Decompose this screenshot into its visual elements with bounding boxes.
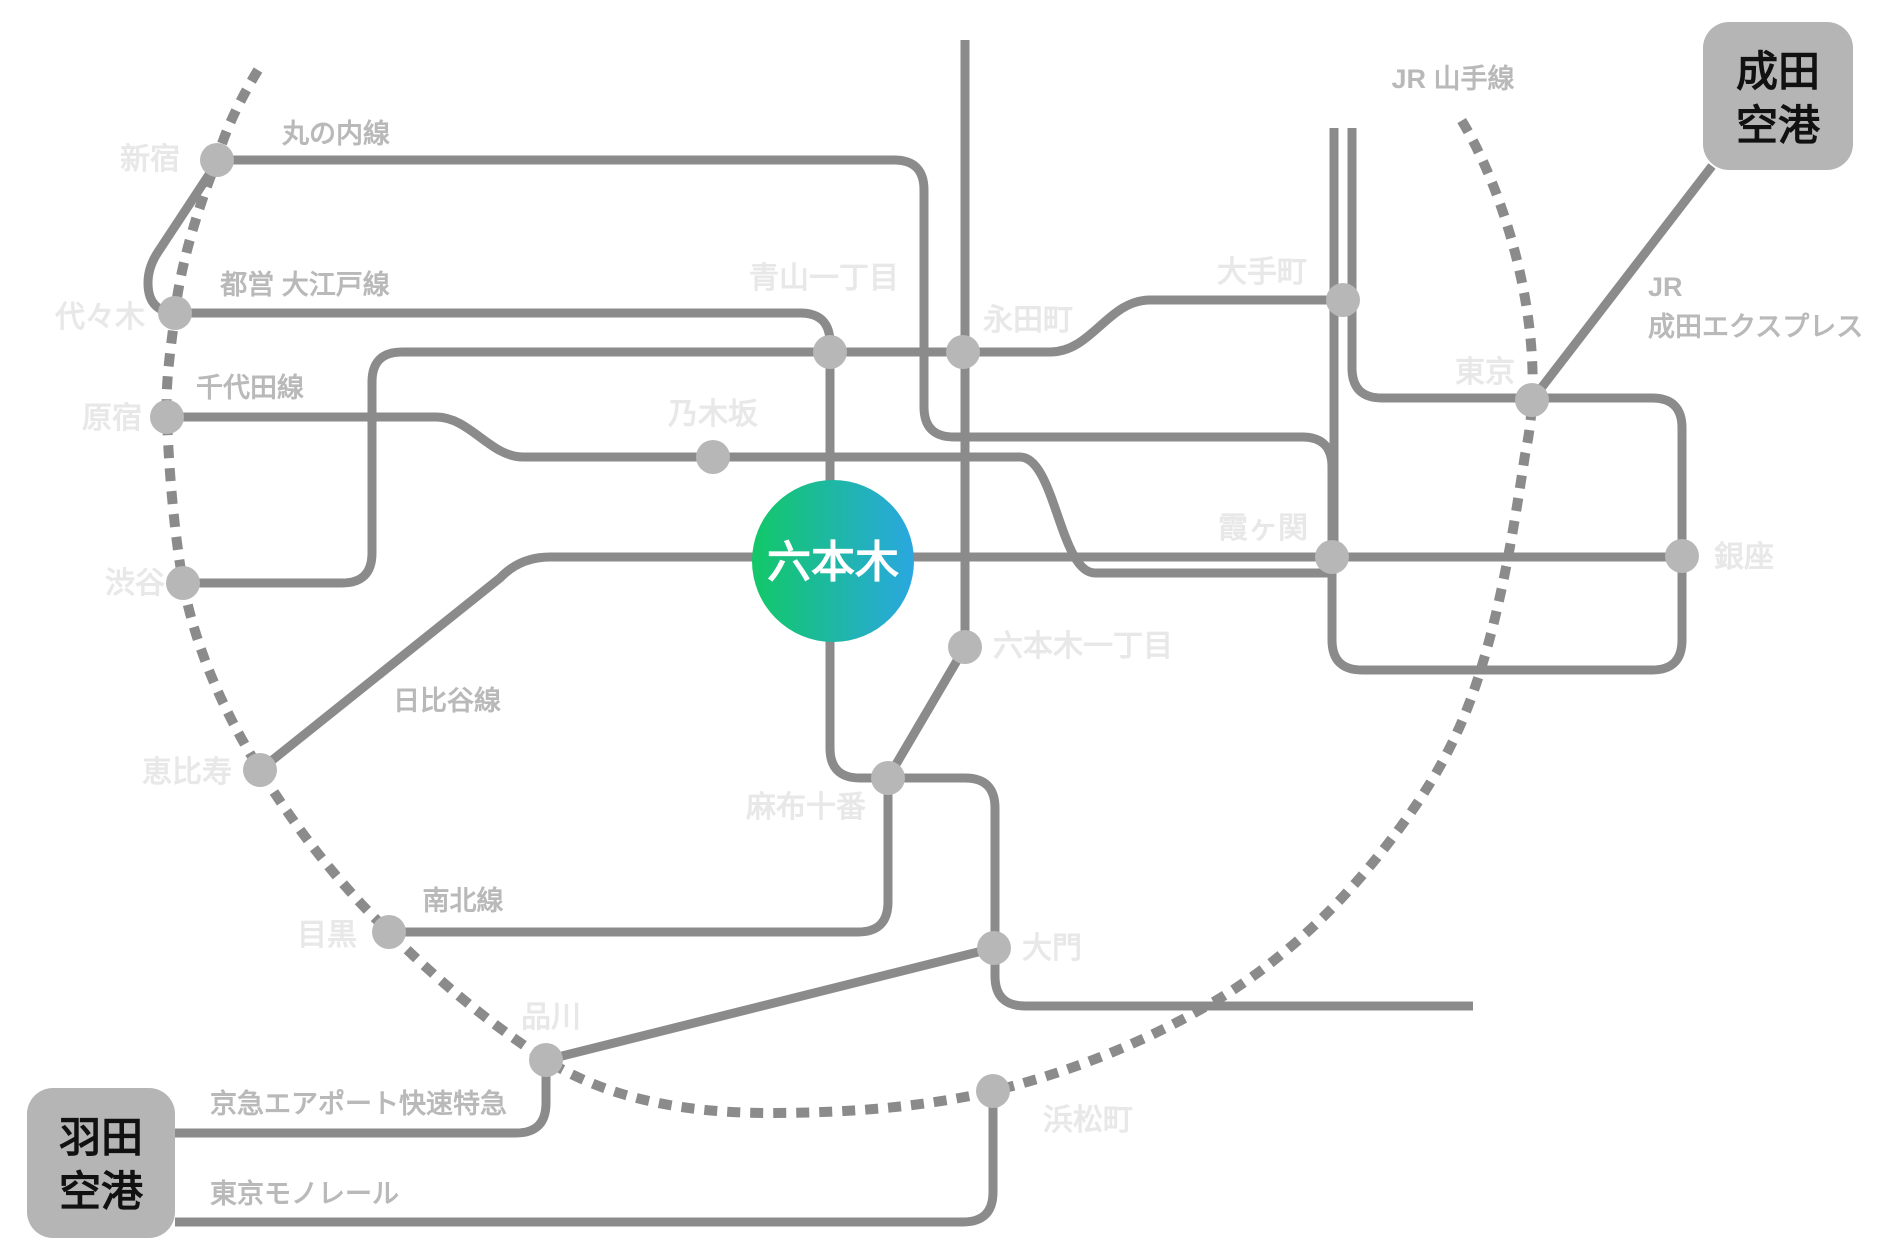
oedo-line-path — [143, 161, 1473, 1011]
station-dot-shinagawa — [529, 1043, 563, 1077]
keikyu-airport-line-path — [175, 1062, 551, 1138]
station-label-otemachi: 大手町 — [1217, 256, 1307, 289]
hibiya-line-path — [257, 552, 1682, 774]
line-label-hibiya: 日比谷線 — [393, 685, 501, 716]
roppongi-highlight-circle — [752, 480, 914, 642]
roppongi-label: 六本木 — [767, 538, 899, 587]
station-dot-nogizaka — [696, 440, 730, 474]
namboku-line-path — [389, 40, 970, 937]
marunouchi-line-path — [217, 128, 1687, 675]
line-label-nex_line1: JR — [1648, 272, 1683, 302]
haneda-airport-label-line1: 羽田 — [59, 1114, 143, 1161]
station-label-roppongi_itchome: 六本木一丁目 — [993, 630, 1173, 663]
station-dot-shibuya — [166, 566, 200, 600]
station-dot-ginza — [1665, 539, 1699, 573]
line-label-yamanote: JR 山手線 — [1391, 63, 1514, 94]
line-label-chiyoda: 千代田線 — [196, 372, 304, 403]
station-dot-harajuku — [150, 400, 184, 434]
station-dot-roppongi_itchome — [948, 630, 982, 664]
station-dots — [150, 143, 1699, 1108]
station-dot-yoyogi — [158, 296, 192, 330]
narita-airport-rect — [1703, 22, 1853, 170]
station-dot-aoyama_itchome — [813, 335, 847, 369]
line-label-keikyu: 京急エアポート快速特急 — [210, 1088, 507, 1119]
station-label-kasumigaseki: 霞ヶ関 — [1218, 512, 1308, 545]
station-label-shinagawa: 品川 — [521, 1001, 581, 1034]
station-label-daimon: 大門 — [1022, 932, 1082, 965]
station-label-meguro: 目黒 — [297, 919, 357, 952]
station-label-shibuya: 渋谷 — [105, 567, 165, 600]
station-label-nagatacho: 永田町 — [983, 304, 1073, 337]
shinagawa-daimon-line-path — [544, 943, 996, 1065]
haneda-airport-label-line2: 空港 — [59, 1168, 144, 1215]
station-label-yoyogi: 代々木 — [54, 301, 145, 334]
station-dot-kasumigaseki — [1315, 540, 1349, 574]
narita-airport-label-line2: 空港 — [1736, 102, 1821, 149]
line-label-namboku: 南北線 — [423, 885, 504, 916]
station-dot-otemachi — [1326, 283, 1360, 317]
station-label-aoyama_itchome: 青山一丁目 — [749, 262, 899, 295]
narita-airport-box: 成田 空港 — [1703, 22, 1853, 170]
station-dot-nagatacho — [946, 335, 980, 369]
station-dot-azabujuban — [871, 761, 905, 795]
haneda-airport-rect — [27, 1088, 175, 1238]
tokyo-monorail-line-path — [175, 1093, 998, 1227]
station-label-harajuku: 原宿 — [82, 402, 142, 435]
narita-express-line-path — [1528, 163, 1716, 403]
station-dot-daimon — [977, 931, 1011, 965]
station-label-hamamatsucho: 浜松町 — [1043, 1104, 1133, 1137]
station-label-tokyo: 東京 — [1455, 355, 1515, 389]
station-dot-hamamatsucho — [976, 1074, 1010, 1108]
station-dot-tokyo — [1515, 383, 1549, 417]
line-label-nex_line2: 成田エクスプレス — [1648, 312, 1863, 342]
station-dot-meguro — [372, 915, 406, 949]
line-label-oedo: 都営 大江戸線 — [219, 269, 390, 300]
station-label-nogizaka: 乃木坂 — [668, 398, 758, 431]
station-label-ebisu: 恵比寿 — [142, 755, 232, 789]
narita-airport-label-line1: 成田 — [1736, 48, 1820, 95]
station-label-azabujuban: 麻布十番 — [746, 790, 867, 824]
rail-lines — [143, 40, 1716, 1227]
jr-yamanote-line-path — [161, 67, 1538, 1118]
hanzomon-line-path — [183, 295, 1343, 588]
station-dot-ebisu — [243, 753, 277, 787]
haneda-airport-box: 羽田 空港 — [27, 1088, 175, 1238]
line-label-marunouchi: 丸の内線 — [281, 118, 390, 149]
station-label-shinjuku: 新宿 — [120, 143, 180, 176]
station-dot-shinjuku — [200, 143, 234, 177]
line-label-monorail: 東京モノレール — [210, 1178, 399, 1209]
station-label-ginza: 銀座 — [1714, 540, 1774, 574]
